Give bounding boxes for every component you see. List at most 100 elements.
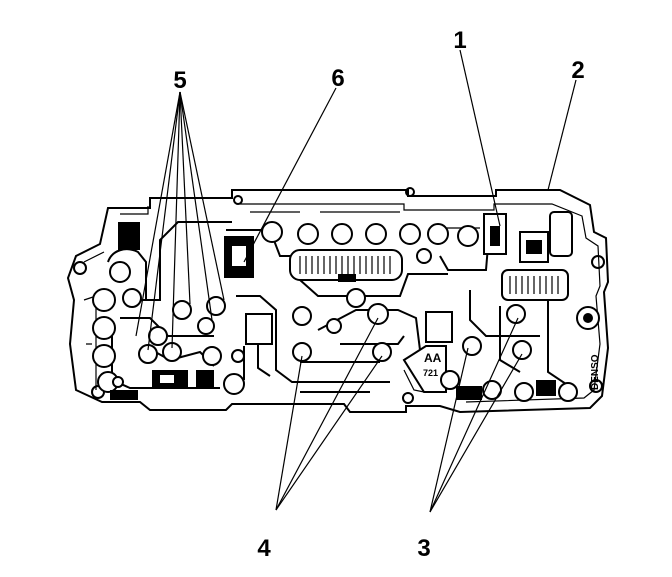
leader-line-4 — [275, 355, 303, 511]
bulb-socket — [109, 261, 131, 283]
callout-2: 2 — [571, 57, 584, 84]
leader-line-2 — [547, 79, 577, 191]
mounting-hole — [591, 255, 605, 269]
bulb-socket — [172, 300, 192, 320]
callout-6: 6 — [331, 65, 344, 92]
leader-line-3 — [429, 317, 519, 513]
bulb-socket — [138, 344, 158, 364]
corner-bracket — [549, 211, 573, 257]
bulb-socket — [346, 288, 366, 308]
callout-5: 5 — [173, 67, 186, 94]
right-connector-pins — [509, 276, 559, 294]
leader-line-5 — [147, 91, 181, 351]
trace — [299, 273, 448, 297]
leader-line-5 — [171, 91, 181, 349]
bulb-socket — [558, 382, 578, 402]
bulb-socket — [231, 349, 245, 363]
gauge-opening — [245, 313, 273, 345]
trace — [469, 290, 540, 337]
denso-marking: DENSO — [590, 354, 601, 390]
bulb-socket — [506, 304, 526, 324]
component-highlight — [160, 375, 174, 383]
bulb-socket — [223, 373, 245, 395]
trace — [243, 340, 271, 380]
bulb-socket — [427, 223, 449, 245]
leader-lines — [135, 49, 577, 513]
bulb-socket — [292, 306, 312, 326]
bulb-socket — [367, 303, 389, 325]
bulb-socket — [399, 223, 421, 245]
trace — [226, 229, 292, 257]
bulb-socket — [365, 223, 387, 245]
center-sockets: AA 721 — [245, 288, 453, 393]
bulb-socket — [148, 326, 168, 346]
connector-pins — [490, 226, 500, 246]
trace — [126, 221, 232, 301]
leader-line-5 — [179, 91, 225, 301]
trace — [250, 211, 480, 229]
leader-line-3 — [429, 353, 523, 513]
leader-line-4 — [275, 317, 379, 511]
black-component — [536, 380, 556, 396]
black-component — [196, 370, 214, 388]
leader-line-1 — [459, 49, 501, 227]
bulb-socket — [512, 340, 532, 360]
center-connector — [289, 249, 403, 282]
circuit-board — [66, 187, 610, 414]
leader-line-5 — [179, 91, 213, 321]
bulb-socket — [326, 318, 342, 334]
bulb-socket — [514, 382, 534, 402]
callout-1: 1 — [453, 27, 466, 54]
leader-line-4 — [275, 355, 383, 511]
gauge-opening — [425, 311, 453, 343]
bulb-socket — [112, 376, 124, 388]
bulb-socket — [92, 288, 116, 312]
bulb-socket — [92, 316, 116, 340]
aa-tab-edge — [403, 369, 425, 393]
bulb-socket — [457, 225, 479, 247]
bulb-socket — [122, 288, 142, 308]
trace — [340, 335, 405, 345]
connector-pins — [299, 256, 391, 274]
relay-window — [232, 246, 246, 266]
bulb-socket — [261, 221, 283, 243]
bulb-socket — [416, 248, 432, 264]
leader-line-3 — [429, 347, 469, 513]
mounting-hole — [233, 195, 243, 205]
trace — [547, 300, 567, 385]
black-component — [118, 222, 140, 250]
bulb-socket — [202, 346, 222, 366]
trace — [300, 361, 380, 393]
bulb-socket — [197, 317, 215, 335]
connector-latch — [338, 274, 356, 282]
mounting-hole — [589, 379, 603, 393]
leader-line-5 — [179, 91, 191, 305]
connector-pins — [526, 240, 542, 254]
left-bulb-sockets — [92, 222, 245, 400]
trace — [236, 295, 390, 383]
callouts: 1 2 5 6 4 3 — [173, 27, 584, 562]
code-marking: 721 — [423, 368, 438, 378]
bulb-socket — [462, 336, 482, 356]
bulb-socket — [372, 342, 392, 362]
aa-tab — [402, 345, 447, 393]
mounting-hole — [73, 261, 87, 275]
bulb-socket — [331, 223, 353, 245]
bulb-socket — [440, 370, 460, 390]
black-component — [456, 386, 482, 400]
leader-line-6 — [243, 87, 337, 263]
socket-center — [583, 313, 593, 323]
bulb-socket — [92, 344, 116, 368]
bulb-socket — [292, 342, 312, 362]
bulb-socket — [297, 223, 319, 245]
mounting-hole — [402, 392, 414, 404]
mounting-hole — [405, 187, 415, 197]
bulb-socket — [206, 296, 226, 316]
black-component — [110, 390, 138, 400]
top-bulb-sockets — [224, 213, 507, 278]
callout-3: 3 — [417, 535, 430, 562]
callout-4: 4 — [257, 535, 271, 562]
leader-line-5 — [135, 91, 181, 337]
